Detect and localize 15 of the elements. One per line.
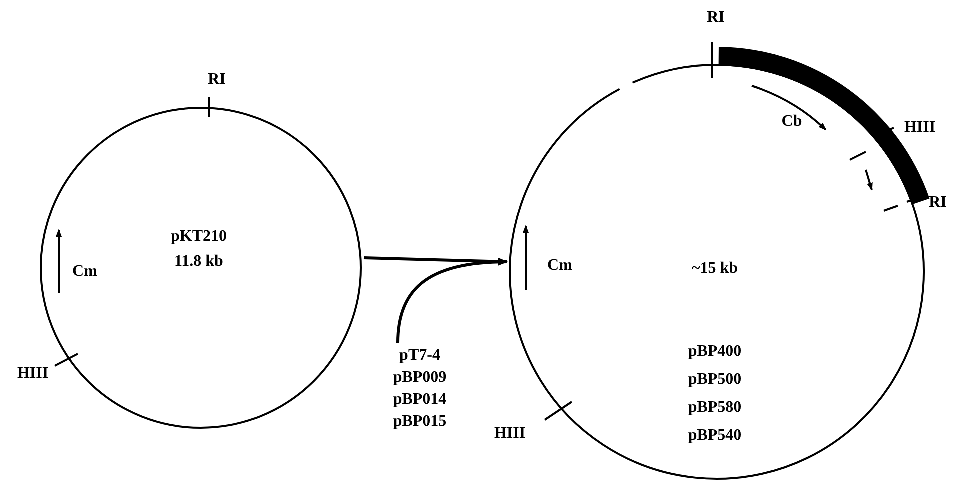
plasmid-name-list: pBP400 pBP500 pBP580 pBP540 [680, 338, 750, 450]
plasmid-name-list: pT7-4 pBP009 pBP014 pBP015 [375, 345, 465, 433]
plasmid-size: ~15 kb [692, 259, 738, 279]
plasmid-size: 11.8 kb [174, 252, 224, 272]
gene-label: Cb [782, 113, 802, 131]
restriction-site-label: HIII [494, 425, 526, 443]
arrow [396, 258, 508, 344]
restriction-site-label: RI [208, 71, 226, 89]
restriction-site-label: RI [929, 194, 947, 212]
gene-label: Cm [548, 257, 572, 275]
plasmid-name: pKT210 [171, 227, 227, 247]
restriction-site-label: HIII [904, 119, 936, 137]
restriction-site-label: RI [707, 9, 725, 27]
restriction-site-label: HIII [17, 365, 49, 383]
gene-label: Cm [72, 263, 98, 281]
